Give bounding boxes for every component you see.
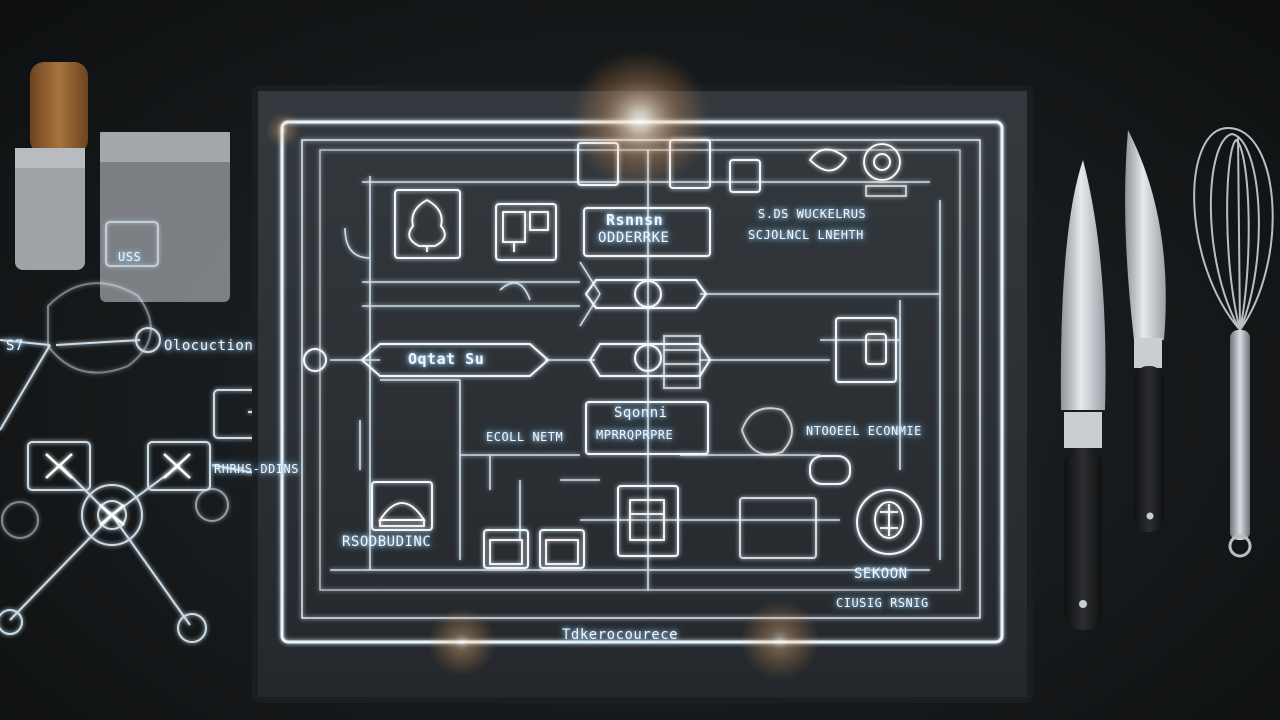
paring-knife <box>1125 130 1166 532</box>
top-right-label-1: S.DS WUCKELRUS <box>758 207 867 221</box>
top-box-label-2: ODDERRKE <box>598 230 670 246</box>
bench-scraper <box>100 132 230 302</box>
fork-knife-icon <box>45 453 191 526</box>
scraper-tool <box>15 62 88 270</box>
appliance-icon <box>489 333 887 565</box>
whisk-icon <box>1193 126 1274 558</box>
slate-board <box>255 88 1030 700</box>
top-box-label-1: Rsnnsn <box>606 211 664 229</box>
bread-icon <box>378 502 426 527</box>
gear-icon <box>808 143 907 197</box>
left-small-label: RHRHS-DDINS <box>214 462 299 476</box>
chef-hat-icon <box>874 501 904 539</box>
right-mid-label: NTOOEEL ECONMIE <box>806 424 922 438</box>
left-node-label: Olocuction <box>164 338 254 354</box>
left-mid-label: ECOLL NETM <box>486 430 564 444</box>
bottom-right-small-label: CIUSIG RSNIG <box>836 596 929 610</box>
center-box-label-1: Sqonni <box>614 405 668 421</box>
left-node-small-label: S7 <box>6 338 24 354</box>
mid-pill-label: Oqtat Su <box>408 350 485 368</box>
tree-icon <box>408 198 446 252</box>
top-right-label-2: SCJOLNCL LNEHTH <box>748 228 864 242</box>
blender-icon <box>502 211 549 252</box>
knife-icon <box>1060 160 1106 630</box>
center-box-label-2: MPRRQPRPRE <box>596 428 674 442</box>
bottom-right-label: SEKOON <box>854 566 908 582</box>
bottom-left-label: RSODBUDINC <box>342 534 432 550</box>
left-box-label: USS <box>118 250 142 264</box>
footer-label: Tdkerocourece <box>562 627 679 643</box>
